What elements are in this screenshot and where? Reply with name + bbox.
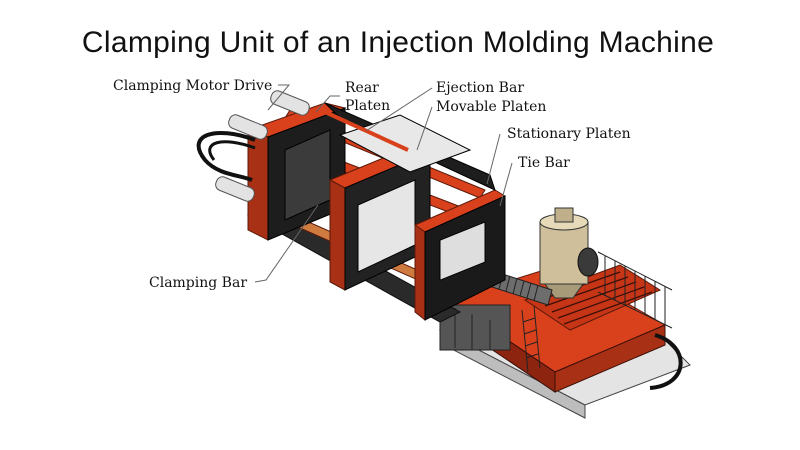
clamping-motor-cylinders xyxy=(215,90,310,202)
hopper xyxy=(539,207,599,299)
label-stationary-platen: Stationary Platen xyxy=(507,126,631,142)
safety-railing xyxy=(597,251,673,329)
label-clamping-bar: Clamping Bar xyxy=(149,275,247,291)
hydraulic-hose xyxy=(196,131,256,182)
heater-vents xyxy=(523,264,662,331)
label-clamping-motor-drive: Clamping Motor Drive xyxy=(113,78,272,94)
injection-unit-side xyxy=(554,324,666,393)
machine-illustration xyxy=(196,90,691,419)
label-movable-platen: Movable Platen xyxy=(436,99,546,115)
leader-lines xyxy=(254,84,513,283)
ladder xyxy=(521,305,541,373)
label-rear-platen-line1: Rear xyxy=(345,80,379,96)
label-ejection-bar: Ejection Bar xyxy=(436,80,524,96)
diagram-title: Clamping Unit of an Injection Molding Ma… xyxy=(82,26,714,59)
label-tie-bar: Tie Bar xyxy=(518,155,570,171)
label-rear-platen-line2: Platen xyxy=(345,98,390,114)
